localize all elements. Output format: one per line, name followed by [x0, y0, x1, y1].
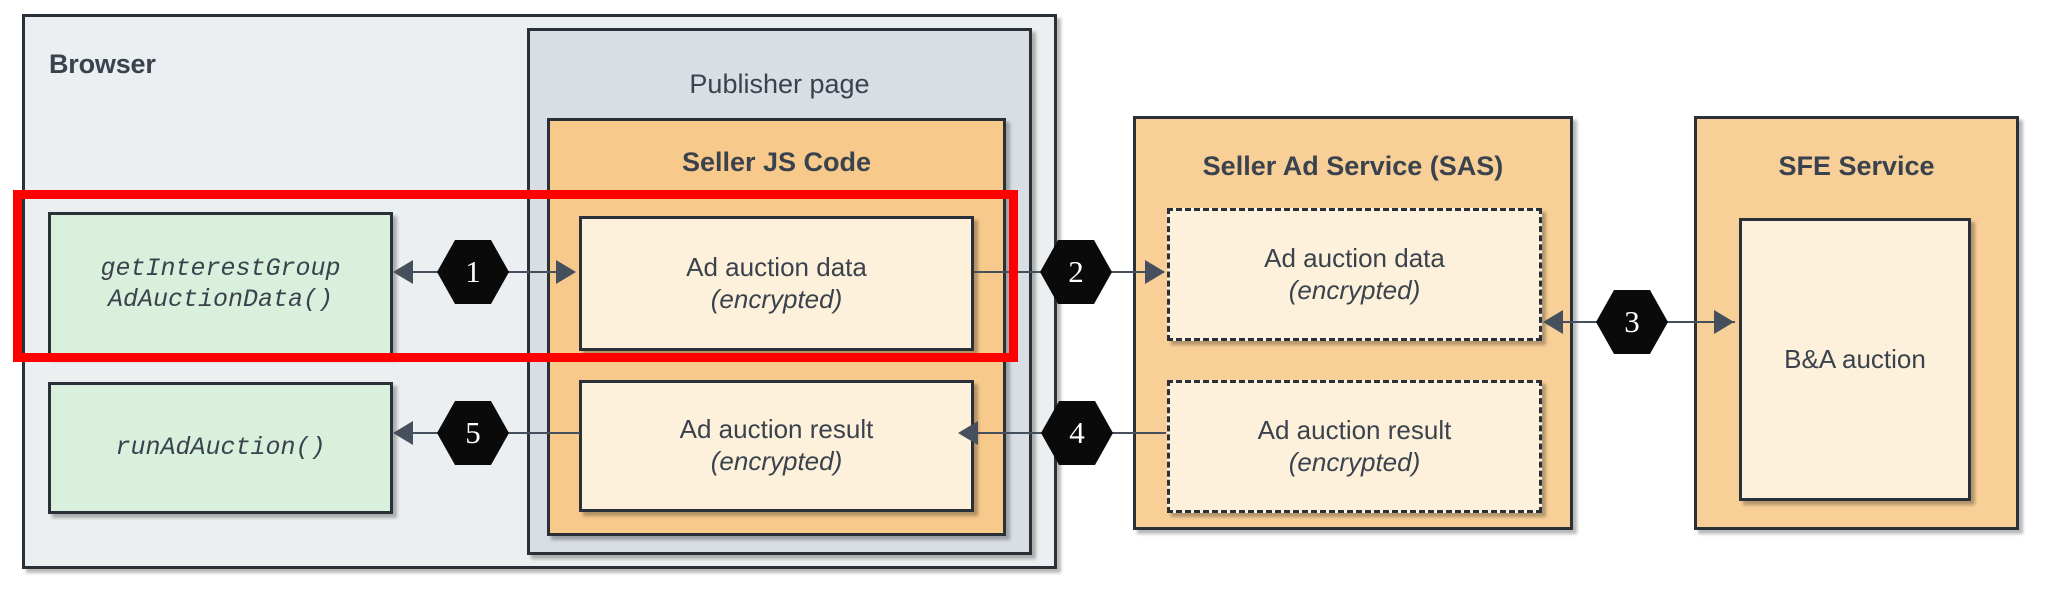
node-seller-js-ad-auction-result: Ad auction result (encrypted)	[579, 380, 974, 512]
node-line-2: (encrypted)	[710, 283, 843, 314]
step-number: 1	[465, 254, 481, 289]
node-line-2: (encrypted)	[710, 446, 843, 476]
step-number: 5	[465, 415, 481, 450]
step-badge-3: 3	[1596, 288, 1668, 356]
step-badge-2: 2	[1040, 238, 1112, 306]
node-line-1: Ad auction result	[679, 414, 874, 445]
step-badge-1: 1	[437, 238, 509, 306]
arrowhead-step-3-left	[1543, 310, 1563, 334]
arrowhead-step-1-left	[393, 260, 413, 284]
arrowhead-step-2	[1145, 260, 1165, 284]
node-line-1: B&A auction	[1784, 343, 1926, 374]
arrowhead-step-1-right	[556, 260, 576, 284]
step-badge-4: 4	[1041, 399, 1113, 467]
node-line-1: runAdAuction()	[115, 432, 326, 462]
arrowhead-step-4	[958, 421, 978, 445]
node-line-1: Ad auction result	[1257, 414, 1452, 445]
node-line-2: (encrypted)	[1288, 446, 1421, 477]
node-bna-auction: B&A auction	[1739, 218, 1971, 501]
arrowhead-step-3-right	[1714, 310, 1734, 334]
node-run-ad-auction: runAdAuction()	[48, 382, 393, 514]
node-line-2: AdAuctionData()	[107, 284, 334, 314]
node-sas-ad-auction-data: Ad auction data (encrypted)	[1167, 208, 1542, 341]
step-number: 3	[1624, 304, 1640, 339]
publisher-page-label: Publisher page	[689, 69, 870, 99]
seller-ad-service-label: Seller Ad Service (SAS)	[1202, 151, 1504, 181]
step-number: 4	[1069, 415, 1085, 450]
node-get-interest-group-ad-auction-data: getInterestGroup AdAuctionData()	[48, 212, 393, 357]
arrowhead-step-5	[393, 421, 413, 445]
browser-label: Browser	[49, 49, 156, 79]
node-seller-js-ad-auction-data: Ad auction data (encrypted)	[579, 216, 974, 351]
node-line-2: (encrypted)	[1288, 274, 1421, 305]
node-sas-ad-auction-result: Ad auction result (encrypted)	[1167, 380, 1542, 513]
seller-js-code-label: Seller JS Code	[681, 147, 872, 177]
step-badge-5: 5	[437, 399, 509, 467]
sfe-service-label: SFE Service	[1778, 151, 1935, 181]
step-number: 2	[1068, 254, 1084, 289]
node-line-1: Ad auction data	[1264, 242, 1445, 273]
node-line-1: Ad auction data	[686, 251, 867, 282]
node-line-1: getInterestGroup	[100, 254, 341, 283]
